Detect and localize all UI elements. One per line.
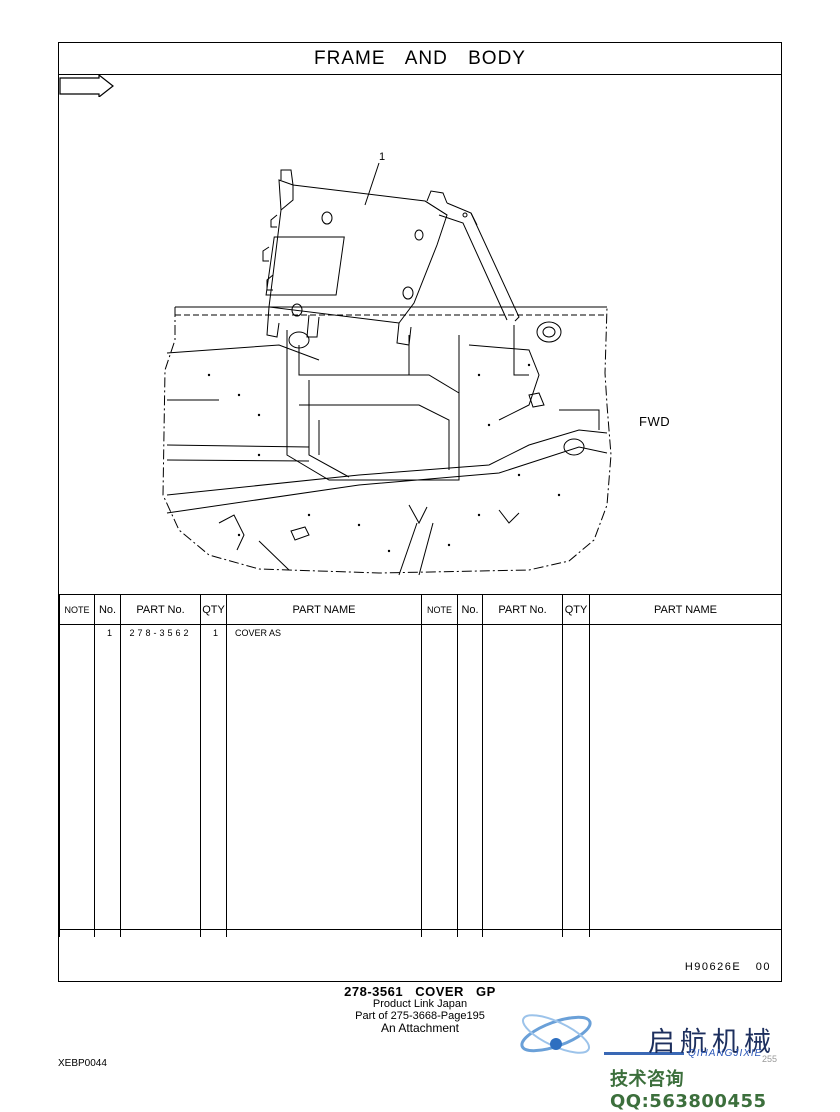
parts-table: NOTE No. PART No. QTY PART NAME NOTE No.… — [59, 594, 782, 937]
quantity-cell: 1 — [200, 624, 227, 937]
note-cell — [59, 624, 95, 937]
caption-line: Part of 275-3668-Page195 — [355, 1010, 485, 1022]
page-number: 255 — [762, 1054, 778, 1064]
exploded-view-drawing: 1 FWD — [59, 75, 781, 635]
empty-cell — [457, 624, 483, 937]
column-header: No. — [94, 594, 121, 625]
caption-line: Product Link Japan — [372, 998, 468, 1010]
column-header: PART No. — [482, 594, 563, 625]
table-row: 1 278-3562 1 COVER AS — [59, 624, 782, 937]
frame-body-illustration — [162, 162, 612, 576]
watermark-logo-icon — [520, 1014, 592, 1054]
drawing-code: H90626E 00 — [685, 961, 771, 973]
table-header-row: NOTE No. PART No. QTY PART NAME NOTE No.… — [59, 594, 782, 625]
column-header: QTY — [200, 594, 227, 625]
revision-number: 00 — [755, 961, 771, 973]
forward-arrow-icon — [59, 75, 114, 97]
column-header: PART No. — [120, 594, 201, 625]
document-code: XEBP0044 — [58, 1058, 107, 1069]
watermark-company-name: 启航机械 — [648, 1027, 776, 1058]
table-bottom-rule — [59, 929, 781, 930]
empty-cell — [482, 624, 563, 937]
column-header: PART NAME — [226, 594, 422, 625]
column-header: No. — [457, 594, 483, 625]
group-title: 278-3561 COVER GP — [344, 984, 496, 999]
empty-cell — [589, 624, 782, 937]
caption-line: An Attachment — [380, 1021, 460, 1035]
part-group-caption: 278-3561 COVER GP Product Link Japan Par… — [290, 984, 550, 1035]
forward-direction-label: FWD — [639, 414, 671, 429]
empty-cell — [421, 624, 458, 937]
item-number-cell: 1 — [94, 624, 121, 937]
part-number-cell: 278-3562 — [120, 624, 201, 937]
page-title: FRAME AND BODY — [59, 43, 781, 75]
column-header: NOTE — [421, 594, 458, 625]
drawing-number: H90626E — [684, 961, 742, 973]
watermark-pinyin: QIHANGJIXIE — [688, 1048, 763, 1059]
empty-cell — [562, 624, 590, 937]
parts-sheet: FRAME AND BODY — [58, 42, 782, 982]
column-header: QTY — [562, 594, 590, 625]
column-header: PART NAME — [589, 594, 782, 625]
part-name-cell: COVER AS — [226, 624, 422, 937]
watermark-rule — [604, 1052, 684, 1055]
column-header: NOTE — [59, 594, 95, 625]
callout-number: 1 — [379, 151, 386, 163]
